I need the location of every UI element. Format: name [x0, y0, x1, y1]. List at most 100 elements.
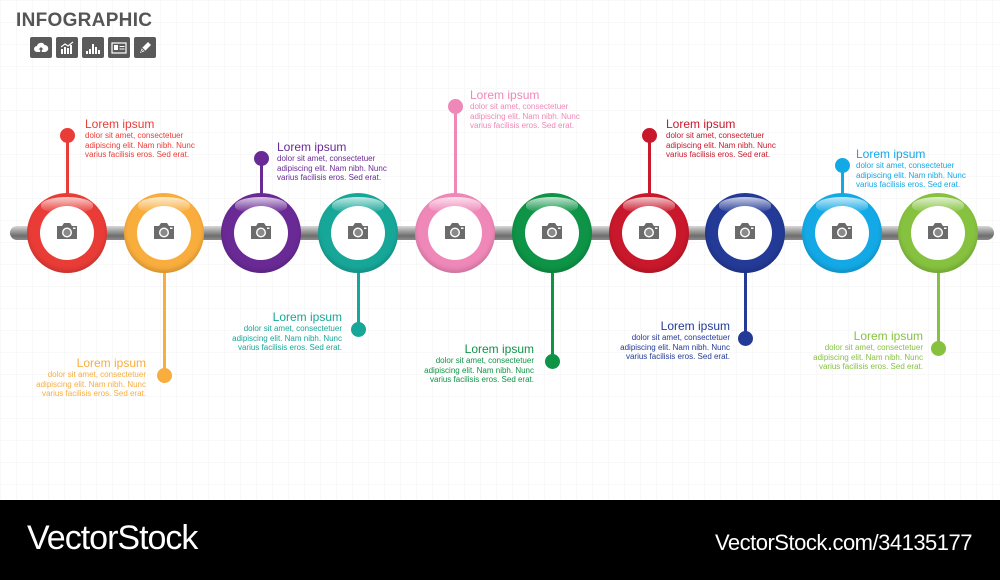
step-circle — [318, 193, 398, 273]
marker-dot — [737, 330, 753, 346]
camera-icon — [443, 222, 467, 245]
step-description-line: adipiscing elit. Nam nibh. Nunc — [856, 170, 966, 180]
step-circle — [705, 193, 785, 273]
step-circle — [221, 193, 301, 273]
step-description-line: varius facilisis eros. Sed erat. — [277, 173, 382, 182]
step-inner — [815, 206, 869, 260]
step-title: Lorem ipsum — [272, 310, 342, 324]
connector-line — [743, 269, 747, 338]
step-title: Lorem ipsum — [464, 342, 534, 356]
marker-dot — [641, 127, 657, 143]
step-circle — [27, 193, 107, 273]
step-inner — [718, 206, 772, 260]
step-description-line: adipiscing elit. Nam nibh. Nunc — [470, 111, 580, 121]
step-description-line: adipiscing elit. Nam nibh. Nunc — [424, 365, 534, 375]
step-description-line: varius facilisis eros. Sed erat. — [41, 389, 146, 398]
camera-icon — [346, 222, 370, 245]
step-description-line: dolor sit amet, consectetuer — [856, 161, 955, 170]
step-description-line: dolor sit amet, consectetuer — [47, 370, 146, 379]
step-description-line: varius facilisis eros. Sed erat. — [237, 343, 342, 352]
step-circle — [609, 193, 689, 273]
growth-chart-icon — [56, 37, 78, 58]
marker-dot — [156, 367, 172, 383]
connector-line — [65, 135, 69, 197]
step-title: Lorem ipsum — [856, 147, 926, 161]
header-icon-row — [30, 37, 156, 58]
step-description-line: varius facilisis eros. Sed erat. — [429, 375, 534, 384]
step-description-line: dolor sit amet, consectetuer — [85, 131, 184, 140]
connector-line — [550, 269, 554, 361]
step-description-line: dolor sit amet, consectetuer — [631, 333, 730, 342]
step-title: Lorem ipsum — [470, 88, 540, 102]
marker-dot — [253, 150, 269, 166]
step-description-line: dolor sit amet, consectetuer — [824, 343, 923, 352]
step-description-line: adipiscing elit. Nam nibh. Nunc — [813, 352, 923, 362]
step-inner — [428, 206, 482, 260]
pen-tool-icon — [134, 37, 156, 58]
camera-icon — [152, 222, 176, 245]
step-description-line: adipiscing elit. Nam nibh. Nunc — [36, 379, 146, 389]
step-circle — [512, 193, 592, 273]
step-title: Lorem ipsum — [76, 356, 146, 370]
marker-dot — [834, 157, 850, 173]
step-description-line: dolor sit amet, consectetuer — [277, 154, 376, 163]
step-inner — [622, 206, 676, 260]
step-description-line: adipiscing elit. Nam nibh. Nunc — [666, 140, 776, 150]
step-description-line: dolor sit amet, consectetuer — [243, 324, 342, 333]
step-description-line: adipiscing elit. Nam nibh. Nunc — [232, 333, 342, 343]
step-title: Lorem ipsum — [660, 319, 730, 333]
step-inner — [525, 206, 579, 260]
step-description-line: varius facilisis eros. Sed erat. — [818, 362, 923, 371]
camera-icon — [830, 222, 854, 245]
step-title: Lorem ipsum — [277, 140, 347, 154]
step-circle — [124, 193, 204, 273]
connector-line — [356, 269, 360, 329]
step-inner — [40, 206, 94, 260]
connector-line — [936, 269, 940, 348]
step-description-line: varius facilisis eros. Sed erat. — [625, 352, 730, 361]
connector-line — [647, 135, 651, 197]
infographic-title: INFOGRAPHIC — [16, 10, 153, 31]
id-card-icon — [108, 37, 130, 58]
marker-dot — [544, 353, 560, 369]
marker-dot — [447, 98, 463, 114]
step-inner — [911, 206, 965, 260]
step-inner — [331, 206, 385, 260]
step-description-line: varius facilisis eros. Sed erat. — [85, 150, 190, 159]
step-description-line: varius facilisis eros. Sed erat. — [856, 180, 961, 189]
connector-line — [162, 269, 166, 375]
step-circle — [802, 193, 882, 273]
step-inner — [137, 206, 191, 260]
step-title: Lorem ipsum — [666, 117, 736, 131]
image-reference: VectorStock.com/34135177 — [714, 530, 973, 555]
step-title: Lorem ipsum — [853, 329, 923, 343]
marker-dot — [930, 340, 946, 356]
connector-line — [453, 106, 457, 197]
step-description-line: varius facilisis eros. Sed erat. — [666, 150, 771, 159]
camera-icon — [540, 222, 564, 245]
camera-icon — [926, 222, 950, 245]
step-circle — [898, 193, 978, 273]
connector-line — [259, 158, 263, 197]
step-description-line: adipiscing elit. Nam nibh. Nunc — [620, 342, 730, 352]
bar-chart-icon — [82, 37, 104, 58]
brand-logo: VectorStock — [27, 519, 198, 557]
marker-dot — [59, 127, 75, 143]
camera-icon — [249, 222, 273, 245]
step-description-line: adipiscing elit. Nam nibh. Nunc — [277, 163, 387, 173]
camera-icon — [55, 222, 79, 245]
step-description-line: dolor sit amet, consectetuer — [470, 102, 569, 111]
step-title: Lorem ipsum — [85, 117, 155, 131]
step-description-line: varius facilisis eros. Sed erat. — [470, 121, 575, 130]
camera-icon — [733, 222, 757, 245]
